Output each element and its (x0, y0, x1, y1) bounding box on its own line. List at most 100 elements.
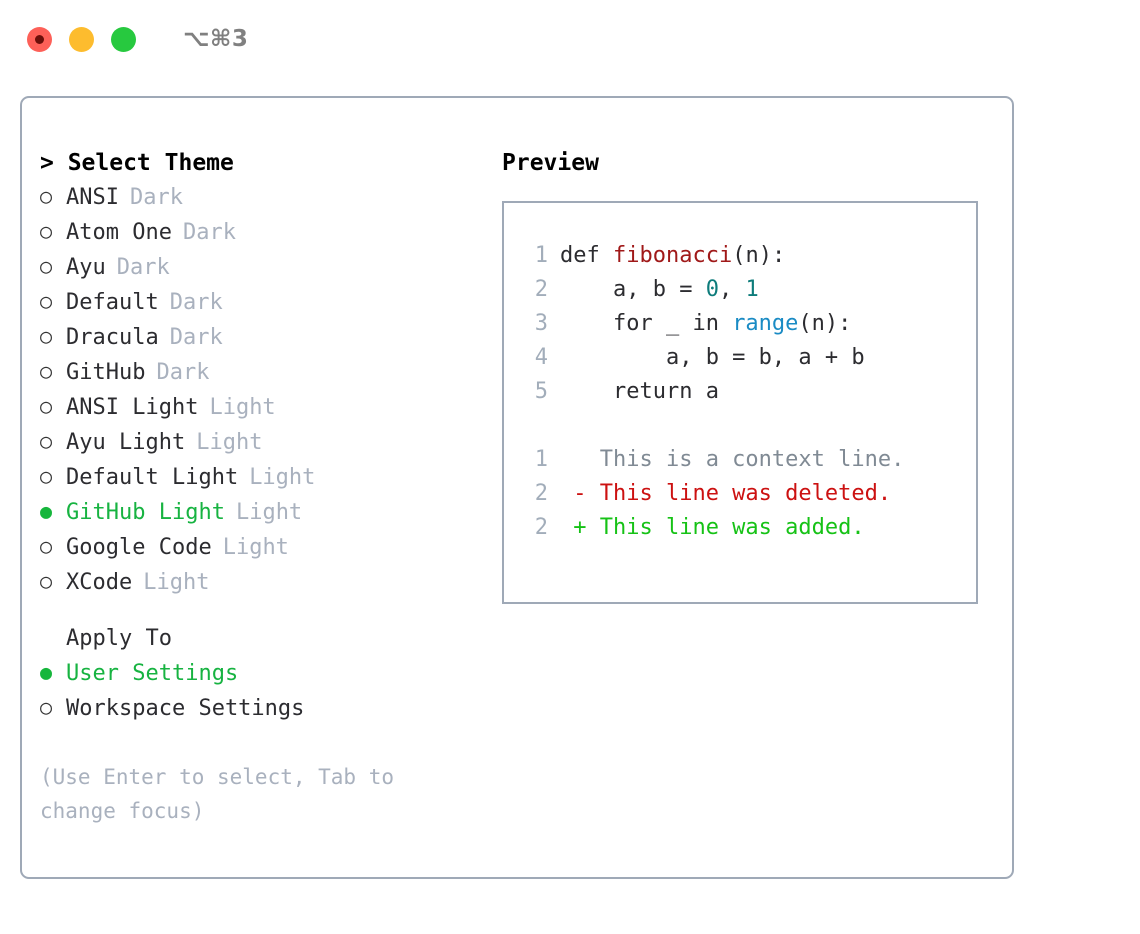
radio-unselected-icon: ○ (40, 289, 53, 313)
theme-option-5[interactable]: ○ GitHub Dark (40, 355, 482, 390)
theme-option-label: Ayu Light (66, 430, 186, 455)
theme-variant-tag: Dark (156, 360, 210, 385)
code-token: (n): (798, 311, 852, 336)
code-token: , (718, 277, 746, 302)
spacer (40, 600, 482, 622)
code-line-3: 4 a, b = b, a + b (518, 341, 976, 375)
theme-option-label: Dracula (66, 325, 159, 350)
code-line-4: 5 return a (518, 375, 976, 409)
radio-unselected-icon: ○ (40, 254, 53, 278)
keyboard-shortcut-label: ⌥⌘3 (183, 26, 249, 52)
theme-variant-tag: Dark (116, 255, 170, 280)
radio-unselected-icon: ○ (40, 219, 53, 243)
diff-line-0: 1 This is a context line. (518, 443, 976, 477)
preview-heading: Preview (502, 150, 599, 176)
title-bar: ⌥⌘3 (0, 0, 1140, 78)
apply-to-option-1[interactable]: ○ Workspace Settings (40, 691, 482, 726)
theme-option-1[interactable]: ○ Atom One Dark (40, 215, 482, 250)
diff-line-1: 2 - This line was deleted. (518, 477, 976, 511)
line-number: 2 (534, 515, 548, 540)
code-token: range (732, 311, 799, 336)
theme-option-label: Default (66, 290, 159, 315)
radio-unselected-icon: ○ (40, 184, 53, 208)
theme-option-4[interactable]: ○ Dracula Dark (40, 320, 482, 355)
code-token: for _ in (560, 311, 733, 336)
recording-dot-icon (35, 34, 44, 44)
line-number: 5 (534, 379, 548, 404)
line-number: 2 (534, 277, 548, 302)
minimize-button[interactable] (69, 26, 94, 52)
radio-selected-icon: ● (40, 660, 53, 684)
theme-variant-tag: Light (249, 465, 316, 490)
theme-option-3[interactable]: ○ Default Dark (40, 285, 482, 320)
select-theme-heading: > Select Theme (40, 150, 234, 176)
radio-unselected-icon: ○ (40, 324, 53, 348)
diff-line-2: 2 + This line was added. (518, 511, 976, 545)
spacer (40, 726, 482, 760)
code-token: return a (560, 379, 719, 404)
theme-variant-tag: Light (235, 500, 303, 525)
theme-variant-tag: Dark (182, 220, 236, 245)
code-line-1: 2 a, b = 0, 1 (518, 273, 976, 307)
spacer (518, 409, 976, 443)
radio-unselected-icon: ○ (40, 394, 53, 418)
theme-option-label: ANSI (66, 185, 119, 210)
radio-unselected-icon: ○ (40, 464, 53, 488)
diff-sample: 1 This is a context line.2 - This line w… (518, 443, 976, 545)
radio-unselected-icon: ○ (40, 359, 53, 383)
line-number: 2 (534, 481, 548, 506)
line-number: 3 (534, 311, 548, 336)
theme-variant-tag: Dark (169, 325, 223, 350)
apply-to-option-label: Workspace Settings (66, 696, 305, 721)
theme-option-label: Google Code (66, 535, 212, 560)
radio-selected-icon: ● (40, 499, 53, 523)
theme-option-label: GitHub (66, 360, 146, 385)
theme-variant-tag: Dark (129, 185, 183, 210)
maximize-button[interactable] (111, 26, 136, 52)
theme-option-label: ANSI Light (66, 395, 199, 420)
theme-option-0[interactable]: ○ ANSI Dark (40, 180, 482, 215)
code-token: 0 (705, 277, 719, 302)
theme-option-label: Default Light (66, 465, 239, 490)
apply-to-option-0[interactable]: ● User Settings (40, 656, 482, 691)
apply-to-option-list: ● User Settings ○ Workspace Settings (40, 656, 482, 726)
theme-option-label: Atom One (66, 220, 172, 245)
theme-option-9[interactable]: ● GitHub Light Light (40, 495, 482, 530)
code-token: def (560, 243, 613, 268)
code-token: (n): (732, 243, 786, 268)
theme-option-8[interactable]: ○ Default Light Light (40, 460, 482, 495)
code-token: + This line was added. (560, 515, 865, 540)
close-button[interactable] (27, 26, 52, 52)
theme-variant-tag: Light (196, 430, 263, 455)
theme-variant-tag: Dark (169, 290, 223, 315)
apply-to-option-label: User Settings (66, 661, 239, 686)
window-controls (27, 26, 136, 52)
theme-option-6[interactable]: ○ ANSI Light Light (40, 390, 482, 425)
code-line-0: 1 def fibonacci(n): (518, 239, 976, 273)
code-token: a, b = b, a + b (560, 345, 865, 370)
code-token: fibonacci (612, 243, 733, 268)
keyboard-hint-text: (Use Enter to select, Tab to change focu… (40, 765, 407, 823)
code-token: - This line was deleted. (560, 481, 892, 506)
theme-option-label: GitHub Light (66, 500, 225, 525)
code-line-2: 3 for _ in range(n): (518, 307, 976, 341)
code-token: a, b = (560, 277, 706, 302)
apply-to-heading: Apply To (66, 626, 172, 651)
theme-option-label: XCode (66, 570, 133, 595)
radio-unselected-icon: ○ (40, 695, 53, 719)
line-number: 1 (534, 447, 548, 472)
theme-variant-tag: Light (209, 395, 276, 420)
code-token: This is a context line. (560, 447, 905, 472)
line-number: 1 (534, 243, 548, 268)
